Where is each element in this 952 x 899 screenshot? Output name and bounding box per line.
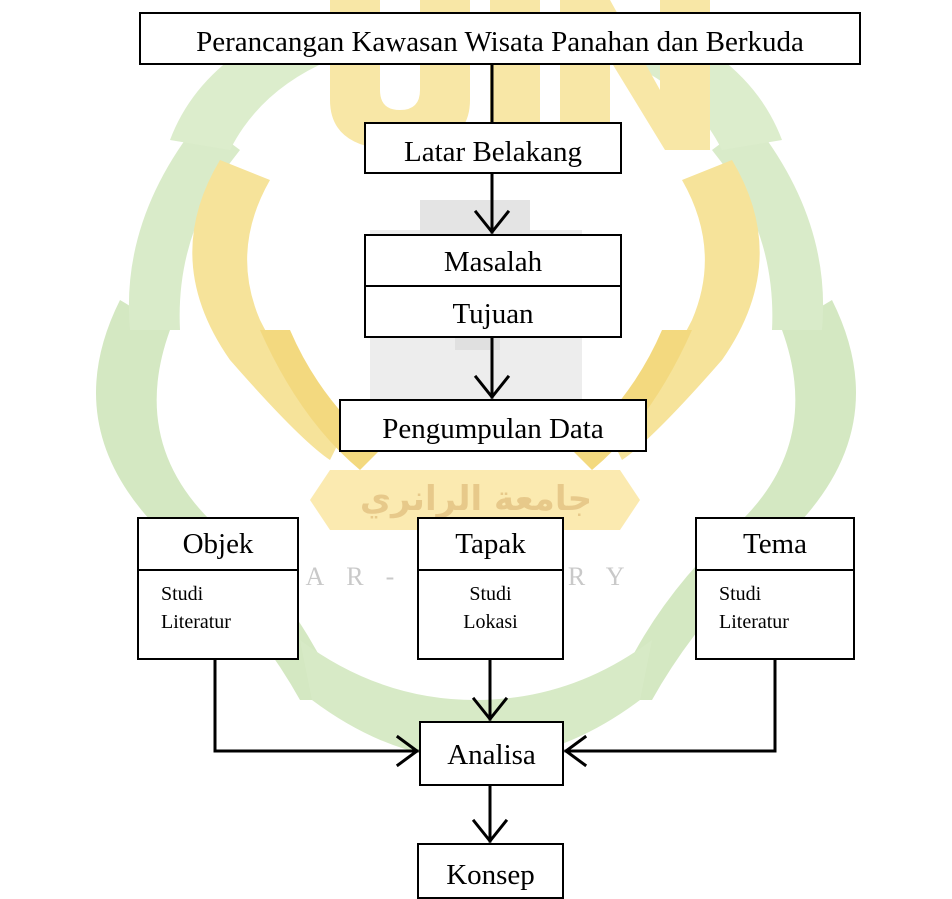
connector-objek-analisa bbox=[213, 658, 419, 753]
masalah-tujuan-box: Masalah Tujuan bbox=[364, 234, 622, 338]
tapak-header: Tapak bbox=[419, 519, 562, 571]
objek-header: Objek bbox=[139, 519, 297, 571]
arrowhead-pengumpulan bbox=[473, 374, 511, 400]
objek-line1: Studi bbox=[161, 583, 204, 605]
arrowhead-masalah bbox=[473, 209, 511, 235]
connector-tema-analisa bbox=[564, 658, 777, 753]
masalah-label: Masalah bbox=[443, 246, 543, 278]
title-label: Perancangan Kawasan Wisata Panahan dan B… bbox=[196, 26, 804, 58]
tema-header: Tema bbox=[697, 519, 853, 571]
masalah-tujuan-divider bbox=[366, 285, 620, 287]
tema-box: Tema Studi Literatur bbox=[695, 517, 855, 660]
analisa-box: Analisa bbox=[419, 721, 564, 786]
pengumpulan-data-label: Pengumpulan Data bbox=[382, 413, 604, 445]
tema-body: Studi Literatur bbox=[719, 580, 789, 636]
arrowhead-konsep bbox=[471, 818, 509, 844]
latar-belakang-box: Latar Belakang bbox=[364, 122, 622, 174]
tujuan-label: Tujuan bbox=[452, 298, 534, 330]
tema-label: Tema bbox=[743, 528, 807, 560]
tapak-label: Tapak bbox=[455, 528, 526, 560]
tema-line2: Literatur bbox=[719, 611, 789, 633]
tapak-body: Studi Lokasi bbox=[419, 580, 562, 636]
objek-label: Objek bbox=[182, 528, 254, 560]
arrowhead-analisa-left bbox=[395, 734, 420, 768]
objek-line2: Literatur bbox=[161, 611, 231, 633]
arrowhead-analisa-right bbox=[563, 734, 588, 768]
konsep-box: Konsep bbox=[417, 843, 564, 899]
watermark-arabic-text: جامعة الرانري bbox=[360, 479, 592, 519]
objek-body: Studi Literatur bbox=[161, 580, 231, 636]
pengumpulan-data-box: Pengumpulan Data bbox=[339, 399, 647, 452]
tema-line1: Studi bbox=[719, 583, 762, 605]
analisa-label: Analisa bbox=[447, 739, 536, 771]
tapak-line1: Studi bbox=[469, 583, 512, 605]
arrowhead-analisa-top bbox=[471, 696, 509, 722]
tapak-box: Tapak Studi Lokasi bbox=[417, 517, 564, 660]
title-box: Perancangan Kawasan Wisata Panahan dan B… bbox=[139, 12, 861, 65]
latar-belakang-label: Latar Belakang bbox=[404, 136, 582, 168]
konsep-label: Konsep bbox=[446, 859, 535, 891]
objek-box: Objek Studi Literatur bbox=[137, 517, 299, 660]
tapak-line2: Lokasi bbox=[463, 611, 518, 633]
